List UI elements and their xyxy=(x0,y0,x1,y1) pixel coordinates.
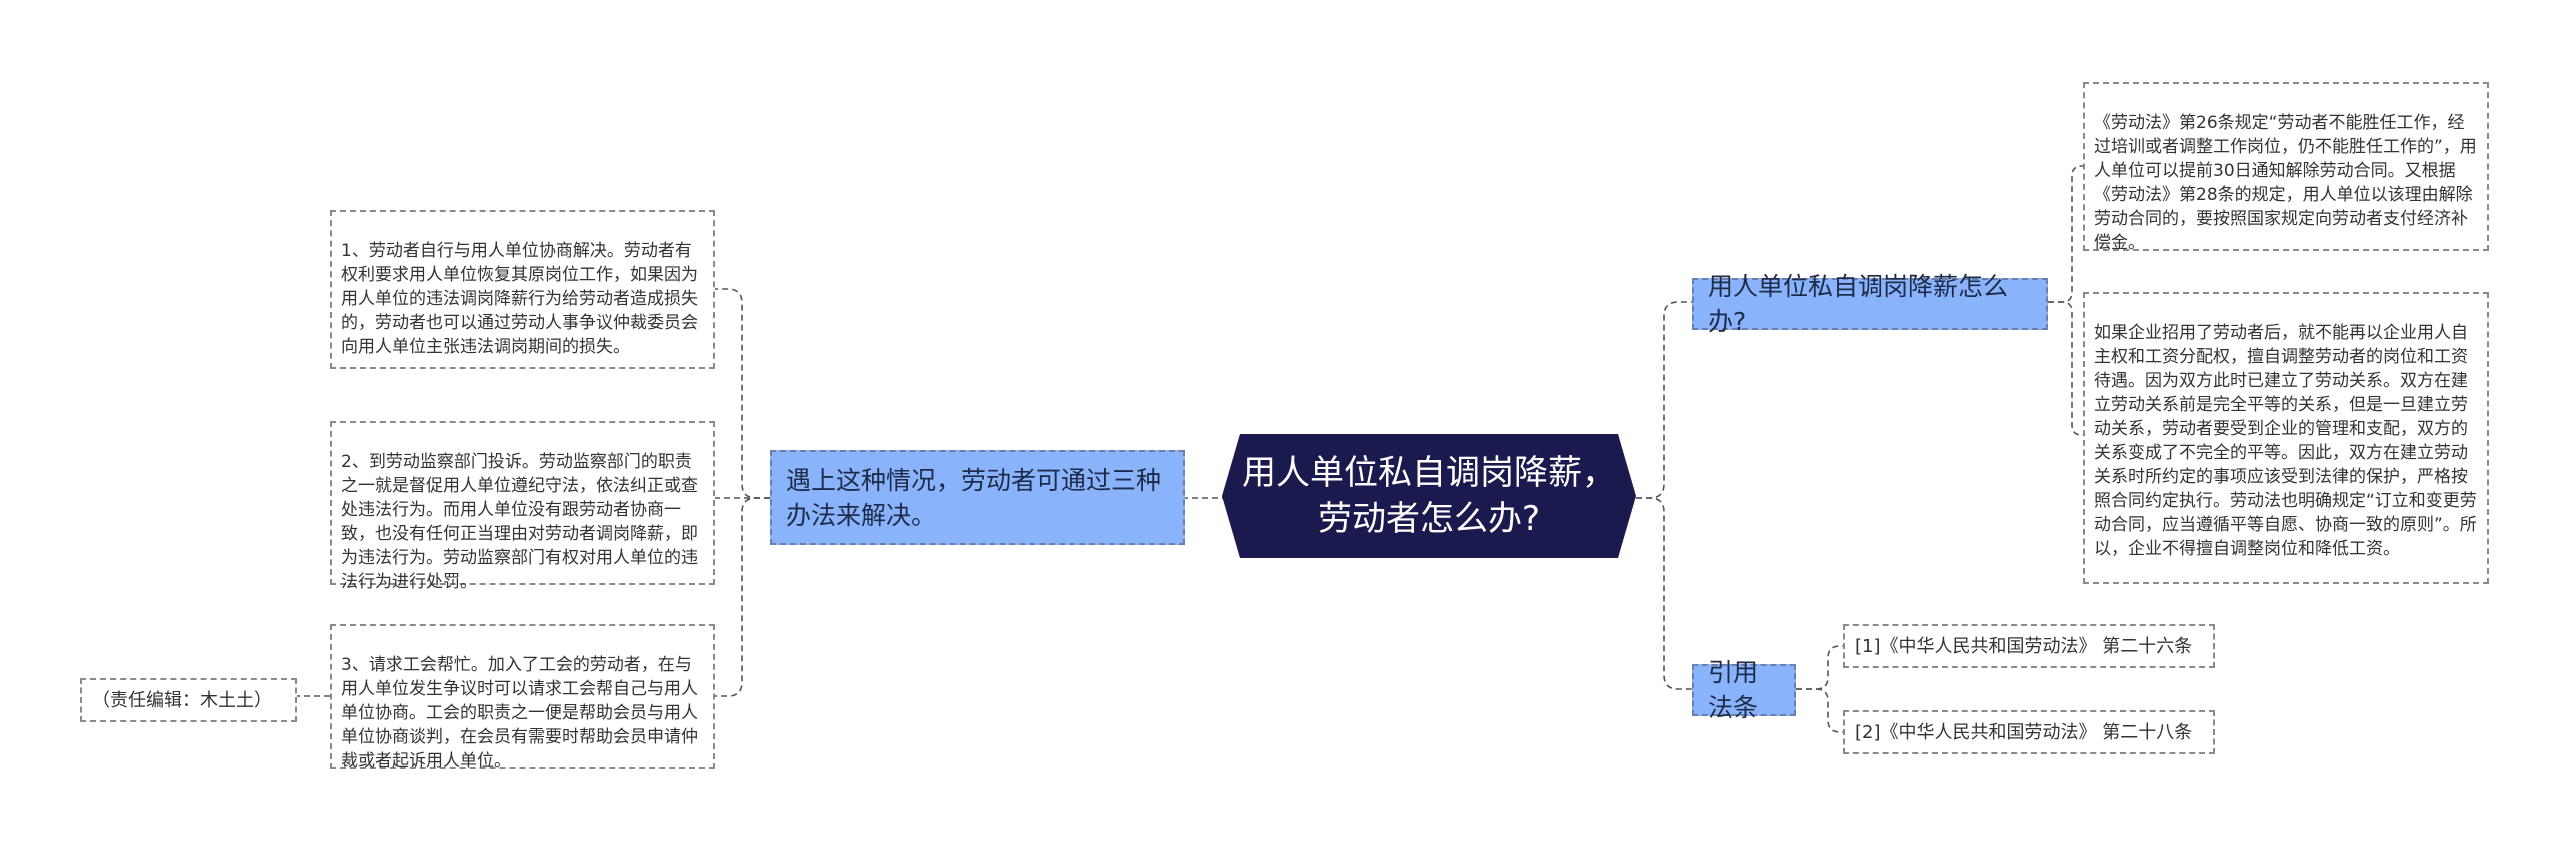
right-branch-1-label: 用人单位私自调岗降薪怎么办? xyxy=(1708,272,2009,336)
left-leaf-3-text: 3、请求工会帮忙。加入了工会的劳动者，在与用人单位发生争议时可以请求工会帮自己与… xyxy=(341,655,698,771)
central-topic[interactable]: 用人单位私自调岗降薪， 劳动者怎么办? xyxy=(1222,434,1636,558)
link-central-right-1 xyxy=(1636,301,1692,499)
right2-ref-1-text: [1]《中华人民共和国劳动法》 第二十六条 xyxy=(1855,636,2193,657)
link-right2-ref-1 xyxy=(1796,645,1843,690)
right2-ref-2-text: [2]《中华人民共和国劳动法》 第二十八条 xyxy=(1855,722,2193,743)
right-branch-2-label: 引用法条 xyxy=(1708,658,1759,722)
left-leaf-2[interactable]: 2、到劳动监察部门投诉。劳动监察部门的职责之一就是督促用人单位遵纪守法，依法纠正… xyxy=(330,421,715,592)
left-leaf-1-text: 1、劳动者自行与用人单位协商解决。劳动者有权利要求用人单位恢复其原岗位工作，如果… xyxy=(341,241,698,357)
link-left-leaf-1 xyxy=(715,288,770,499)
editor-note[interactable]: （责任编辑：木土土） xyxy=(80,678,297,722)
link-right1-leaf-2 xyxy=(2048,301,2083,436)
central-topic-title: 用人单位私自调岗降薪， 劳动者怎么办? xyxy=(1242,453,1616,539)
left-leaf-1[interactable]: 1、劳动者自行与用人单位协商解决。劳动者有权利要求用人单位恢复其原岗位工作，如果… xyxy=(330,210,715,369)
editor-note-text: （责任编辑：木土土） xyxy=(92,690,272,711)
link-right1-leaf-1 xyxy=(2048,165,2083,303)
left-leaf-2-text: 2、到劳动监察部门投诉。劳动监察部门的职责之一就是督促用人单位遵纪守法，依法纠正… xyxy=(341,452,698,592)
left-branch-node[interactable]: 遇上这种情况，劳动者可通过三种办法来解决。 xyxy=(770,450,1185,545)
right1-leaf-1[interactable]: 《劳动法》第26条规定“劳动者不能胜任工作，经过培训或者调整工作岗位，仍不能胜任… xyxy=(2083,82,2489,253)
link-left-leaf-3 xyxy=(715,497,770,697)
right1-leaf-2-text: 如果企业招用了劳动者后，就不能再以企业用人自主权和工资分配权，擅自调整劳动者的岗… xyxy=(2094,323,2477,559)
right-branch-1-node[interactable]: 用人单位私自调岗降薪怎么办? xyxy=(1692,272,2048,336)
right1-leaf-2[interactable]: 如果企业招用了劳动者后，就不能再以企业用人自主权和工资分配权，擅自调整劳动者的岗… xyxy=(2083,292,2489,584)
right1-leaf-1-text: 《劳动法》第26条规定“劳动者不能胜任工作，经过培训或者调整工作岗位，仍不能胜任… xyxy=(2094,113,2477,253)
right2-ref-2[interactable]: [2]《中华人民共和国劳动法》 第二十八条 xyxy=(1843,710,2215,754)
link-right2-ref-2 xyxy=(1796,688,1843,733)
link-central-right-2 xyxy=(1636,497,1692,690)
left-branch-label: 遇上这种情况，劳动者可通过三种办法来解决。 xyxy=(786,465,1162,530)
right2-ref-1[interactable]: [1]《中华人民共和国劳动法》 第二十六条 xyxy=(1843,624,2215,668)
left-leaf-3[interactable]: 3、请求工会帮忙。加入了工会的劳动者，在与用人单位发生争议时可以请求工会帮自己与… xyxy=(330,624,715,771)
right-branch-2-node[interactable]: 引用法条 xyxy=(1692,658,1796,722)
